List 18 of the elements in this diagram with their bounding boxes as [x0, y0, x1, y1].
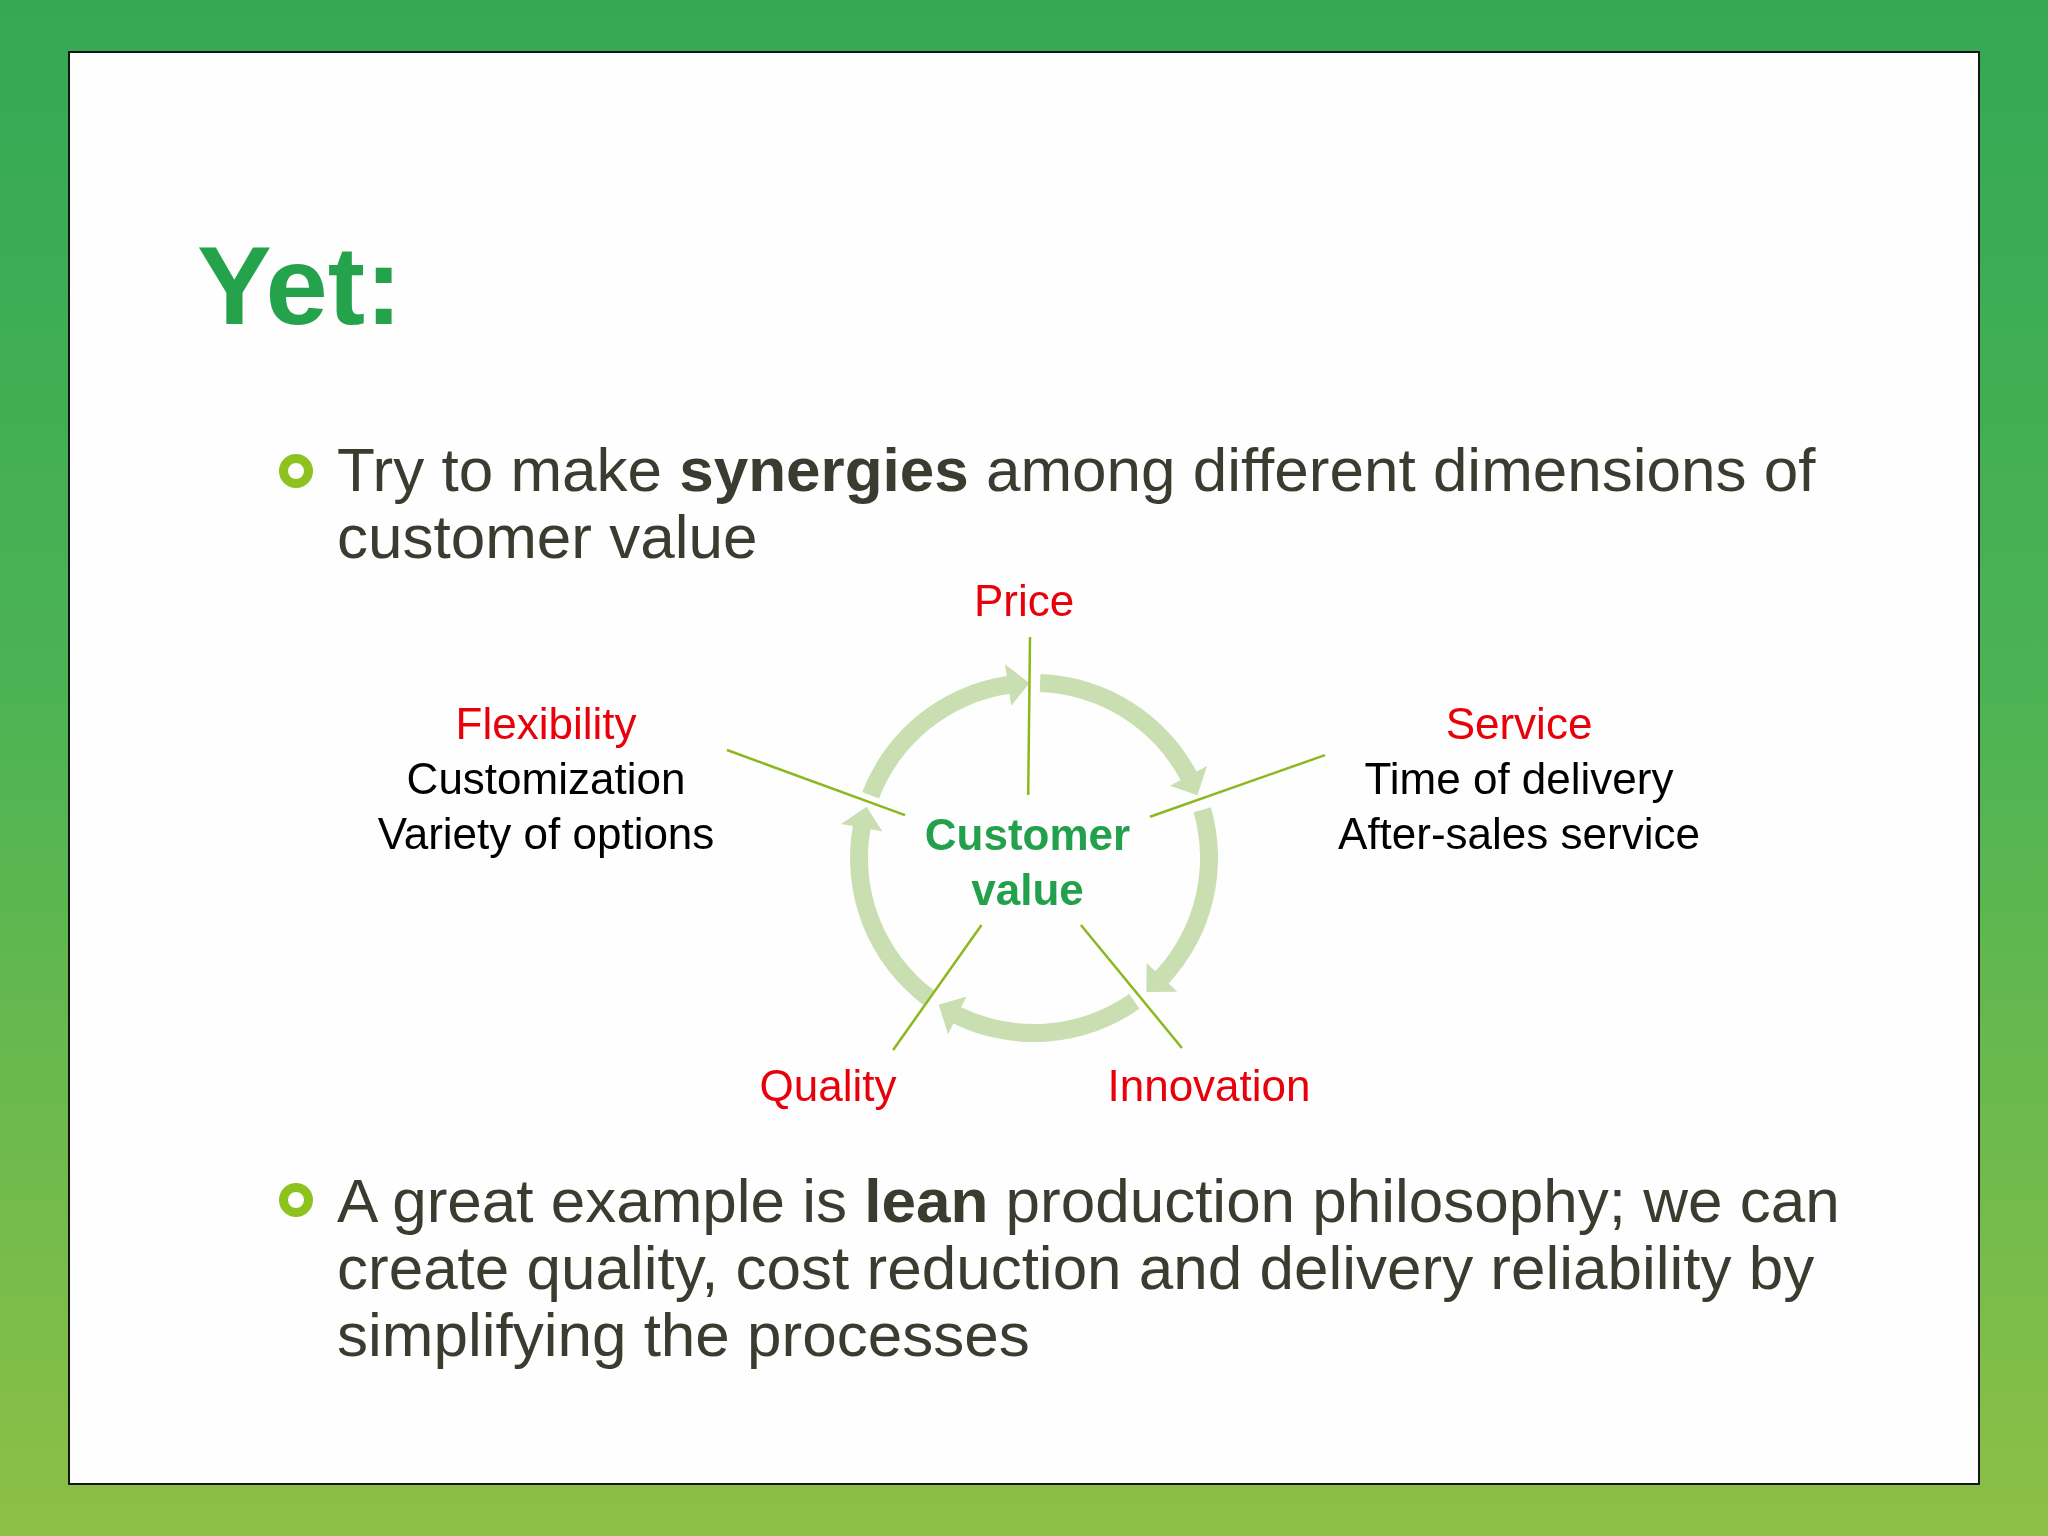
dimension-label: Price: [973, 575, 1075, 627]
spoke-line: [1149, 753, 1326, 818]
dimension-heading: Flexibility: [455, 698, 637, 750]
spoke-line: [1026, 637, 1032, 795]
bullet-text: A great example is lean production philosophy; we can create quality, cost reduction and delivery reliability by simplifying the processes: [337, 1167, 1841, 1368]
dimension-heading: Service: [1445, 698, 1593, 750]
dimension-label: Innovation: [1107, 1060, 1311, 1112]
spoke-line: [1079, 924, 1183, 1049]
dimension-detail: Time of delivery: [1364, 753, 1674, 805]
center-label: Customer value: [923, 809, 1132, 916]
dimension-detail: Customization: [406, 753, 686, 805]
spoke-line: [892, 924, 983, 1051]
spoke-line: [726, 748, 906, 817]
dimension-detail: Variety of options: [377, 808, 715, 860]
dimension-label: Quality: [759, 1060, 897, 1112]
bullet-text: Try to make synergies among different dimensions of customer value: [337, 436, 1817, 570]
slide-title: Yet:: [197, 230, 403, 342]
dimension-detail: After-sales service: [1338, 808, 1700, 860]
